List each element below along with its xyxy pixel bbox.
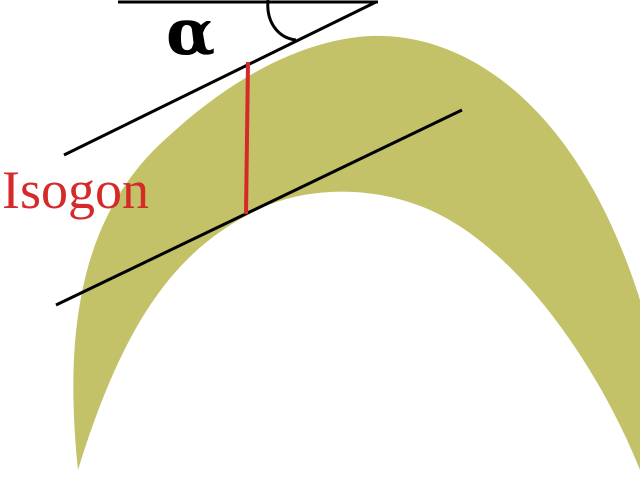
isogon-line: [244, 61, 250, 215]
upper-tangent-line: [63, 0, 377, 157]
angle-alpha-label: α: [166, 0, 215, 70]
fold-layer: [73, 35, 640, 470]
angle-arc: [266, 0, 297, 42]
lower-tangent-line: [55, 108, 463, 307]
isogon-label: Isogon: [2, 160, 149, 220]
